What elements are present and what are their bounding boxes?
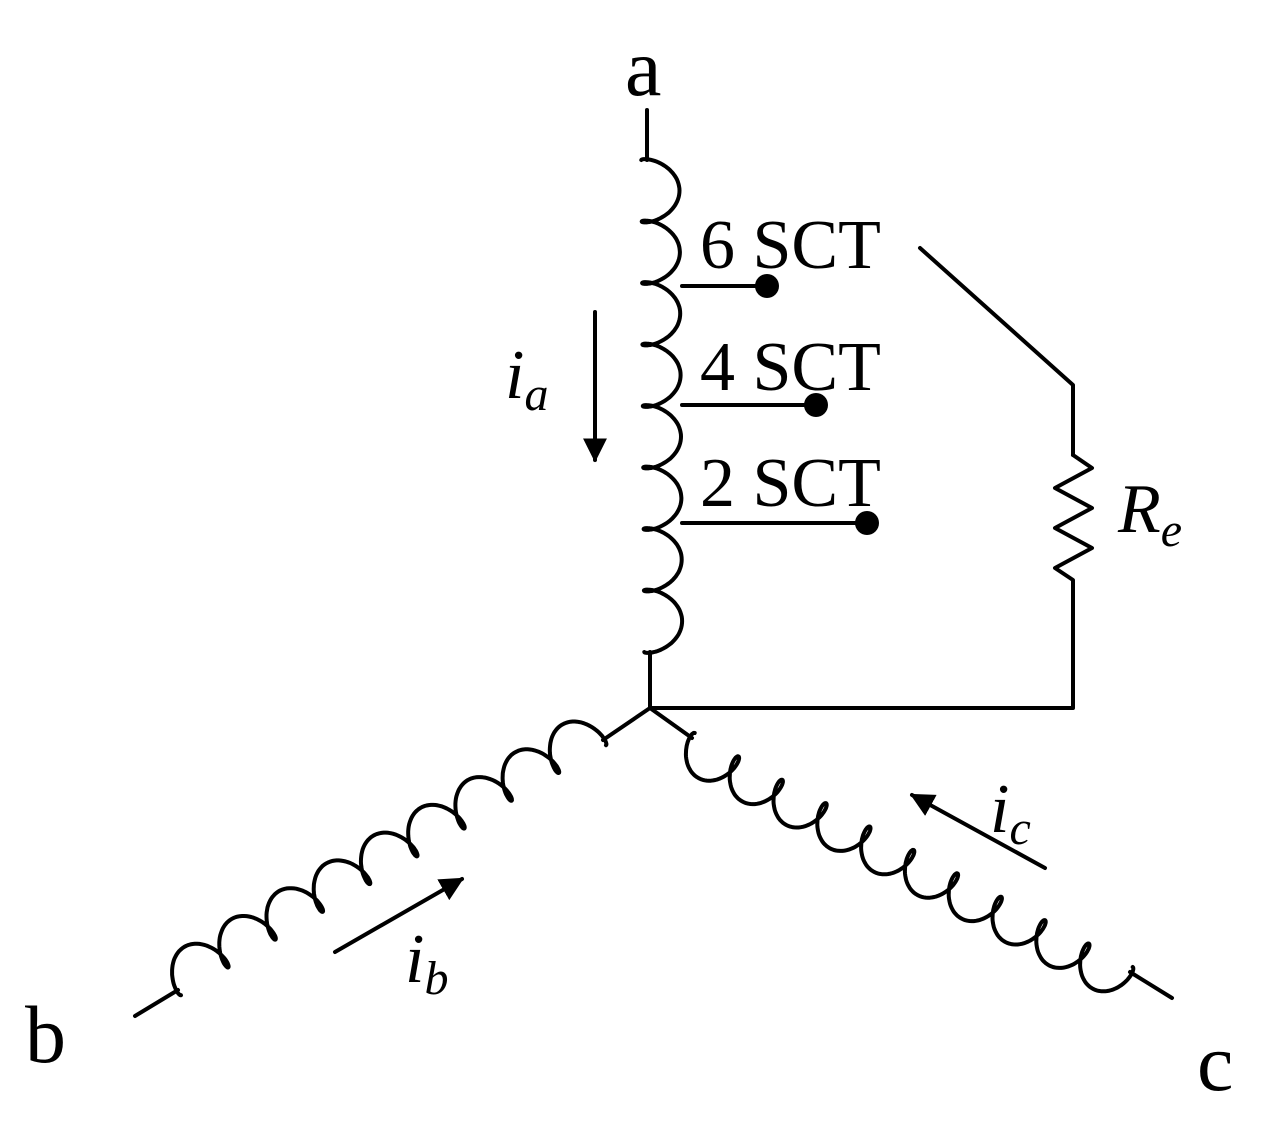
phase-b-coil (170, 719, 609, 998)
current-b-label: ib (405, 921, 448, 1005)
tap-2-label: 2 SCT (700, 445, 881, 522)
tap-6-terminal (755, 274, 779, 298)
resistor-feed-wire (918, 246, 1075, 457)
current-c-label: ic (990, 771, 1031, 855)
phase-a-coil (639, 157, 685, 655)
resistor-label: Re (1117, 471, 1182, 557)
current-b-arrow (333, 877, 465, 954)
current-c-arrow (909, 793, 1047, 870)
terminal-c-label: c (1197, 1017, 1233, 1108)
tap-4-terminal (804, 393, 828, 417)
resistor-zigzag (1053, 453, 1094, 587)
tap-2-terminal (855, 511, 879, 535)
phase-c-lead (1128, 970, 1174, 1000)
phase-c-coil (683, 730, 1136, 994)
terminal-a-label: a (625, 22, 661, 113)
phase-b-lead (133, 988, 180, 1018)
tap-4-label: 4 SCT (700, 329, 881, 406)
neutral-bus (648, 583, 1075, 710)
terminal-b-label: b (25, 989, 66, 1080)
phase-c-neutral-lead (648, 706, 694, 740)
phase-b-neutral-lead (601, 706, 652, 742)
tap-6-label: 6 SCT (700, 207, 881, 284)
current-a-label: ia (505, 337, 548, 421)
